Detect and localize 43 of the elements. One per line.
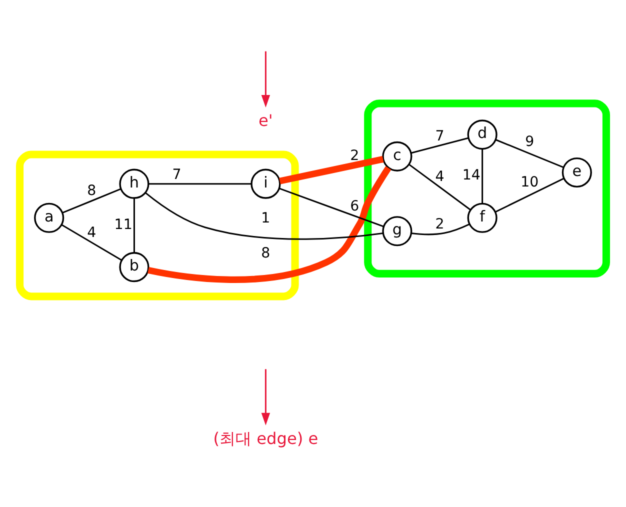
connector [145,192,383,240]
node-circle: b [119,252,150,282]
edge-label: 14 [462,168,480,184]
connector [495,178,564,213]
connector [411,223,470,236]
connector [410,137,469,154]
node-circle: d [467,120,498,150]
connector [148,183,252,185]
connector [279,156,384,184]
connector [279,188,384,228]
connector [495,139,564,168]
node-circle: f [467,202,498,233]
arrow [261,51,270,108]
edge-label: 7 [172,167,182,184]
edge-label: 7 [435,128,444,144]
edge-label: 1 [261,210,270,227]
node-text: (최대 edge) e [213,429,318,448]
edge-label: 9 [525,134,534,150]
edge-label: 11 [114,216,132,233]
cluster [364,100,610,278]
edge-label: 10 [520,174,539,191]
edge-label: 8 [261,246,270,262]
node-text: e' [258,111,273,130]
connector [408,164,471,210]
connector [148,166,392,283]
node-circle: h [119,168,150,199]
edge-label: 8 [87,183,96,200]
connector [133,198,135,253]
edge-label: 4 [435,169,444,186]
edge-label: 2 [350,148,360,164]
edge-label: 6 [350,198,360,214]
node-circle: i [250,168,281,199]
arrow [261,369,270,426]
node-circle: e [562,157,592,188]
node-circle: g [382,216,412,246]
connector [61,224,122,261]
connector [62,188,122,214]
edge-label: 2 [435,216,444,232]
node-circle: a [34,202,64,233]
node-circle: c [382,141,412,172]
connector [482,148,484,204]
edge-label: 4 [87,224,96,241]
cluster [16,150,299,300]
